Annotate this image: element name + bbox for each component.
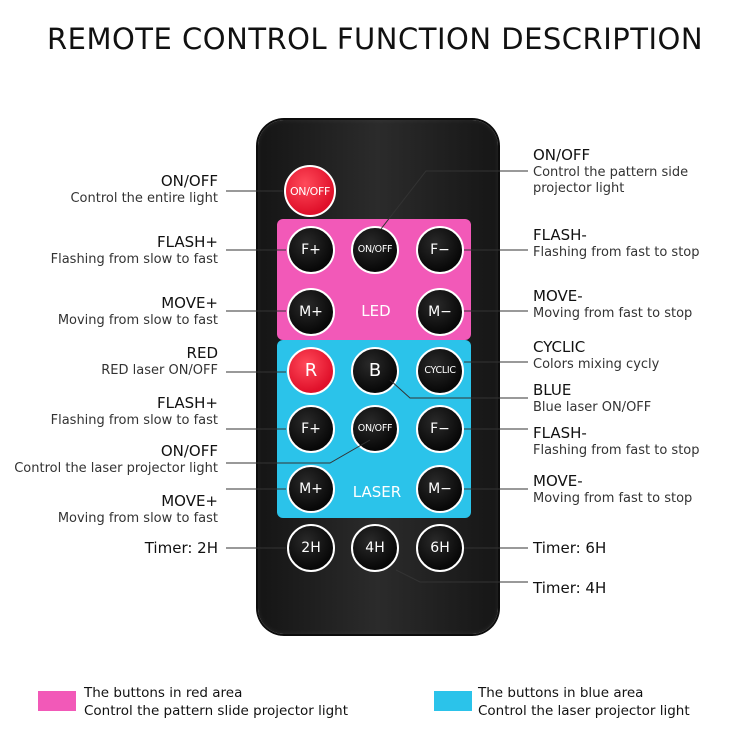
label-led-flash-minus: FLASH- Flashing from fast to stop — [533, 226, 700, 261]
label-timer-2h: Timer: 2H — [145, 539, 218, 558]
label-heading: CYCLIC — [533, 338, 586, 356]
label-desc: Moving from fast to stop — [533, 490, 693, 506]
laser-zone-label: LASER — [352, 483, 402, 501]
timer-2h-button[interactable]: 2H — [287, 524, 335, 572]
label-heading: ON/OFF — [160, 442, 218, 460]
label-desc: Flashing from fast to stop — [533, 244, 700, 260]
label-desc: Flashing from slow to fast — [50, 251, 218, 267]
legend-line1: The buttons in blue area — [478, 685, 644, 701]
led-flash-minus-button[interactable]: F− — [416, 226, 464, 274]
label-laser-on-off: ON/OFF Control the laser projector light — [14, 442, 218, 477]
label-desc: Control the pattern side — [533, 164, 689, 180]
label-laser-move-minus: MOVE- Moving from fast to stop — [533, 472, 692, 507]
label-heading: FLASH+ — [157, 233, 218, 251]
label-desc: Blue laser ON/OFF — [533, 399, 652, 415]
label-desc: Control the laser projector light — [14, 460, 218, 476]
timer-6h-button[interactable]: 6H — [416, 524, 464, 572]
label-desc: Moving from fast to stop — [533, 305, 693, 321]
label-heading: FLASH+ — [157, 394, 218, 412]
label-heading: Timer: 6H — [533, 539, 607, 557]
label-desc-line2: projector light — [533, 181, 625, 196]
label-timer-4h: Timer: 4H — [533, 579, 606, 598]
page-title: REMOTE CONTROL FUNCTION DESCRIPTION — [46, 22, 704, 56]
label-red-laser: RED RED laser ON/OFF — [101, 344, 218, 379]
label-cyclic: CYCLIC Colors mixing cycly — [533, 338, 659, 373]
led-move-minus-button[interactable]: M− — [416, 288, 464, 336]
label-timer-6h: Timer: 6H — [533, 539, 606, 558]
label-heading: ON/OFF — [533, 146, 591, 164]
label-heading: FLASH- — [533, 424, 587, 442]
label-laser-flash-plus: FLASH+ Flashing from slow to fast — [51, 394, 218, 429]
label-heading: Timer: 2H — [144, 539, 218, 557]
label-heading: MOVE- — [533, 472, 583, 490]
label-heading: FLASH- — [533, 226, 587, 244]
cyclic-button[interactable]: CYCLIC — [416, 347, 464, 395]
label-heading: MOVE+ — [161, 492, 218, 510]
led-move-plus-button[interactable]: M+ — [287, 288, 335, 336]
legend-swatch-blue — [434, 691, 472, 711]
red-laser-button[interactable]: R — [287, 347, 335, 395]
label-led-flash-plus: FLASH+ Flashing from slow to fast — [51, 233, 218, 268]
led-zone-label: LED — [361, 302, 391, 320]
laser-flash-plus-button[interactable]: F+ — [287, 405, 335, 453]
label-power-on-off: ON/OFF Control the entire light — [70, 172, 218, 207]
legend-swatch-pink — [38, 691, 76, 711]
label-heading: ON/OFF — [160, 172, 218, 190]
label-desc: Colors mixing cycly — [533, 356, 660, 372]
blue-laser-button[interactable]: B — [351, 347, 399, 395]
label-desc: Moving from slow to fast — [57, 312, 218, 328]
legend-line2: Control the pattern slide projector ligh… — [84, 702, 349, 719]
label-laser-move-plus: MOVE+ Moving from slow to fast — [58, 492, 218, 527]
label-heading: MOVE+ — [161, 294, 218, 312]
label-desc: Moving from slow to fast — [57, 510, 218, 526]
label-blue-laser: BLUE Blue laser ON/OFF — [533, 381, 651, 416]
label-heading: RED — [186, 344, 218, 362]
led-flash-plus-button[interactable]: F+ — [287, 226, 335, 274]
label-heading: Timer: 4H — [533, 579, 607, 597]
label-desc: RED laser ON/OFF — [101, 362, 218, 378]
label-led-move-plus: MOVE+ Moving from slow to fast — [58, 294, 218, 329]
label-heading: MOVE- — [533, 287, 583, 305]
label-desc: Flashing from fast to stop — [533, 442, 700, 458]
power-on-off-button[interactable]: ON/OFF — [284, 165, 336, 217]
label-laser-flash-minus: FLASH- Flashing from fast to stop — [533, 424, 700, 459]
laser-flash-minus-button[interactable]: F− — [416, 405, 464, 453]
legend-line2: Control the laser projector light — [478, 702, 690, 719]
legend-item-red-area: The buttons in red area Control the patt… — [84, 685, 348, 720]
led-on-off-button[interactable]: ON/OFF — [351, 226, 399, 274]
laser-move-minus-button[interactable]: M− — [416, 465, 464, 513]
label-led-move-minus: MOVE- Moving from fast to stop — [533, 287, 692, 322]
legend-line1: The buttons in red area — [84, 685, 243, 701]
legend-item-blue-area: The buttons in blue area Control the las… — [478, 685, 690, 720]
timer-4h-button[interactable]: 4H — [351, 524, 399, 572]
label-heading: BLUE — [533, 381, 572, 399]
laser-on-off-button[interactable]: ON/OFF — [351, 405, 399, 453]
laser-move-plus-button[interactable]: M+ — [287, 465, 335, 513]
label-desc: Flashing from slow to fast — [50, 412, 218, 428]
label-led-on-off: ON/OFF Control the pattern side projecto… — [533, 146, 688, 197]
label-desc: Control the entire light — [70, 190, 218, 206]
